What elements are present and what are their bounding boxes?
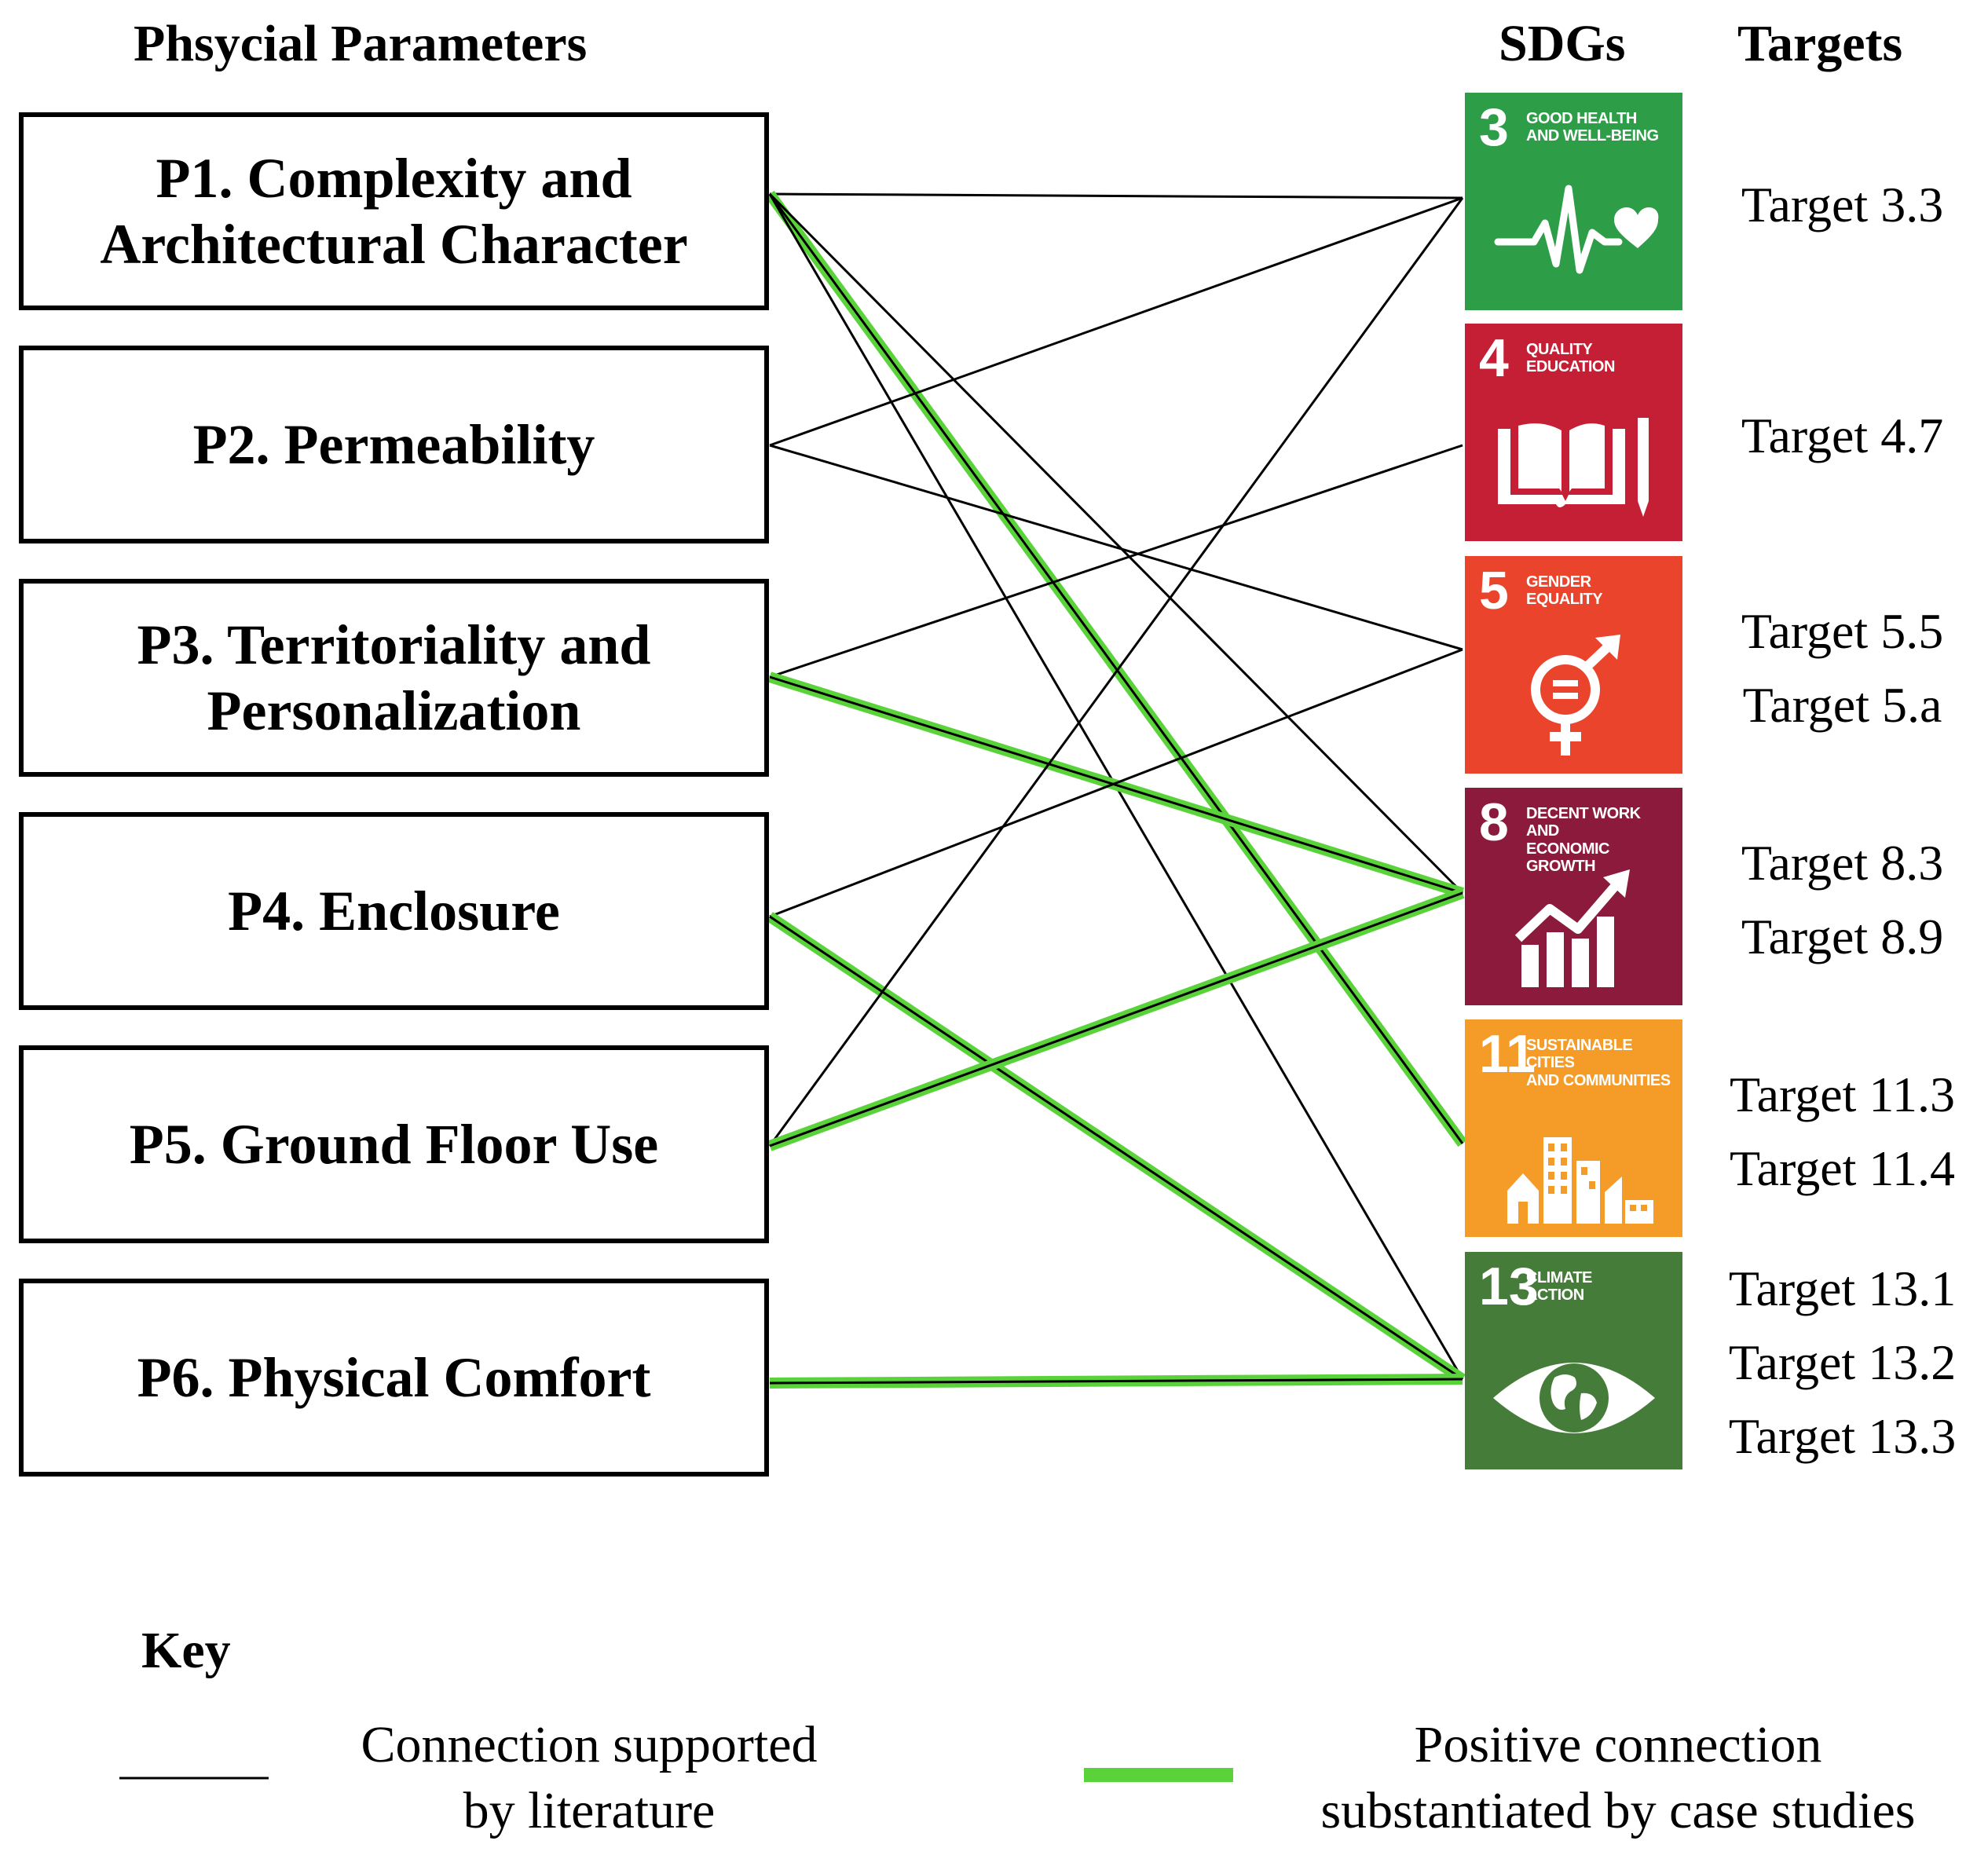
- target-label: Target 8.3: [1741, 835, 1944, 891]
- parameter-label: P3. Territoriality and Personalization: [137, 613, 651, 742]
- parameter-label: P4. Enclosure: [228, 879, 560, 942]
- parameter-box-p4: P4. Enclosure: [19, 812, 769, 1010]
- literature-connection-P1-sdg3: [769, 192, 1463, 199]
- targets-sdg-4: Target 4.7: [1697, 399, 1988, 473]
- target-label: Target 13.1: [1728, 1261, 1957, 1316]
- sdg-number: 4: [1479, 328, 1509, 388]
- heartbeat-icon: [1494, 185, 1659, 274]
- literature-connection-P6-sdg13: [769, 1378, 1463, 1385]
- targets-heading: Targets: [1737, 15, 1903, 72]
- sdg-number: 8: [1479, 792, 1509, 852]
- sdg-title: Sustainable Cities and Communities: [1526, 1037, 1671, 1089]
- sdg-tile-5: 5 Gender Equality: [1465, 556, 1682, 774]
- sdg-tile-4: 4 Quality Education: [1465, 324, 1682, 541]
- literature-connection-P4-sdg13: [769, 915, 1463, 1381]
- growth-chart-icon: [1514, 869, 1630, 987]
- target-label: Target 8.9: [1741, 909, 1944, 964]
- sdgs-heading: SDGs: [1499, 15, 1626, 72]
- target-label: Target 11.4: [1730, 1140, 1955, 1196]
- literature-connection-P2-sdg5: [769, 444, 1463, 651]
- sdg-number: 5: [1479, 561, 1509, 620]
- parameter-box-p1: P1. Complexity and Architectural Charact…: [19, 112, 769, 310]
- parameter-box-p3: P3. Territoriality and Personalization: [19, 579, 769, 777]
- literature-connection-P4-sdg5: [769, 648, 1463, 918]
- parameter-label: P6. Physical Comfort: [137, 1345, 651, 1409]
- case-study-legend-label: Positive connection substantiated by cas…: [1320, 1716, 1916, 1839]
- sdg-title: Quality Education: [1526, 341, 1615, 376]
- target-label: Target 13.3: [1728, 1408, 1957, 1464]
- literature-connection-P5-sdg3: [768, 197, 1464, 1147]
- sdg-title: Climate Action: [1526, 1269, 1592, 1305]
- sdg-number: 13: [1479, 1257, 1539, 1316]
- case-study-line-swatch: [1084, 1768, 1233, 1782]
- literature-connection-P3-sdg4: [769, 444, 1463, 679]
- literature-legend-label: Connection supported by literature: [361, 1716, 818, 1839]
- city-buildings-icon: [1507, 1137, 1653, 1224]
- target-label: Target 3.3: [1741, 177, 1944, 232]
- parameter-box-p5: P5. Ground Floor Use: [19, 1045, 769, 1243]
- sdg-tile-8: 8 Decent Work and Economic Growth: [1465, 788, 1682, 1005]
- sdg-tile-11: 11 Sustainable Cities and Communities: [1465, 1019, 1682, 1237]
- target-label: Target 5.5: [1741, 603, 1944, 659]
- gender-equality-icon: [1531, 635, 1620, 756]
- sdg-tile-13: 13 Climate Action: [1465, 1252, 1682, 1469]
- target-label: Target 4.7: [1741, 408, 1944, 463]
- sdg-title: Good Health and Well-Being: [1526, 110, 1659, 145]
- parameter-box-p2: P2. Permeability: [19, 346, 769, 543]
- literature-connection-P2-sdg3: [769, 196, 1463, 447]
- sdg-number: 3: [1479, 97, 1509, 157]
- sdg-number: 11: [1479, 1024, 1536, 1084]
- earth-eye-icon: [1493, 1363, 1655, 1433]
- book-pencil-icon: [1498, 418, 1649, 517]
- sdg-tile-3: 3 Good Health and Well-Being: [1465, 93, 1682, 310]
- literature-connection-P5-sdg8: [769, 891, 1463, 1147]
- parameter-label: P2. Permeability: [192, 412, 595, 476]
- targets-sdg-3: Target 3.3: [1697, 168, 1988, 242]
- literature-connection-P1-sdg8: [768, 192, 1464, 895]
- literature-connection-P1-sdg11: [768, 193, 1464, 1144]
- parameter-label: P1. Complexity and Architectural Charact…: [100, 146, 688, 276]
- literature-line-swatch: [119, 1777, 269, 1780]
- parameter-box-p6: P6. Physical Comfort: [19, 1279, 769, 1477]
- sdg-title: Gender Equality: [1526, 573, 1603, 609]
- target-label: Target 5.a: [1742, 677, 1942, 733]
- target-label: Target 13.2: [1728, 1334, 1957, 1390]
- target-label: Target 11.3: [1730, 1067, 1955, 1122]
- parameter-label: P5. Ground Floor Use: [129, 1112, 659, 1176]
- literature-connection-P3-sdg8: [769, 675, 1463, 895]
- parameters-heading: Phsycial Parameters: [134, 15, 588, 72]
- key-title: Key: [141, 1622, 231, 1679]
- sdg-title: Decent Work and Economic Growth: [1526, 805, 1641, 876]
